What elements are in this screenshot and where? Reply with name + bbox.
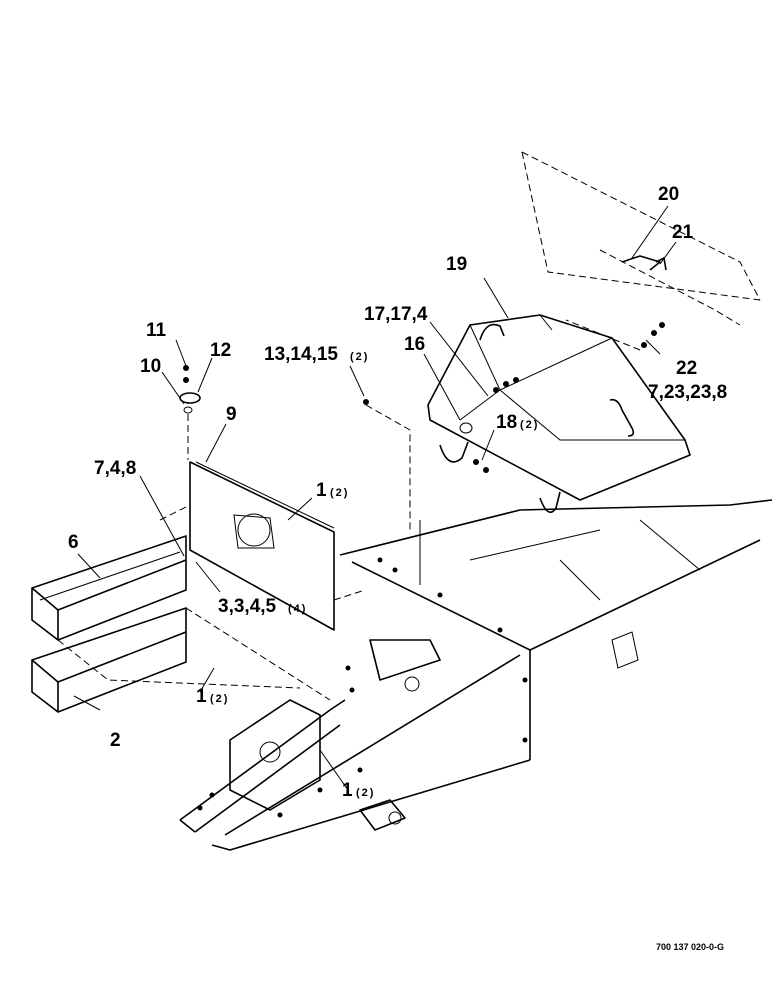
hardware-17-18: [473, 377, 519, 473]
callout-1-panel-qty: (2): [330, 487, 349, 499]
hardware-13-14-15: [363, 399, 411, 530]
callout-17-17-4: 17,17,4: [364, 304, 428, 325]
hardware-stack-10-11-12: [179, 365, 201, 460]
callout-18-qty: (2): [520, 419, 539, 431]
drawing-number: 700 137 020-0-G: [656, 942, 724, 952]
callout-19: 19: [446, 254, 467, 275]
callout-12: 12: [210, 340, 231, 361]
mount-outline: [57, 607, 331, 701]
main-frame: [179, 499, 772, 851]
channel-upper: [31, 535, 187, 641]
callout-13-14-15-qty: (2): [350, 351, 369, 363]
callout-1-panel: 1: [316, 480, 327, 501]
callout-labels: 11 12 10 9 7,4,8 6 3,3,4,5 (4) 2 1 (2) 1…: [68, 184, 727, 801]
callout-9: 9: [226, 404, 237, 425]
callout-21: 21: [672, 222, 694, 243]
frame-bolt-holes: [197, 557, 528, 818]
channel-lower: [31, 607, 187, 713]
shield-panel: [159, 461, 366, 631]
leader-lines: [73, 205, 677, 791]
callout-10: 10: [140, 356, 161, 377]
callout-6: 6: [68, 532, 79, 553]
callout-11: 11: [146, 320, 167, 341]
hardware-20-21-22: [565, 255, 667, 351]
hook-part: [439, 422, 473, 463]
callout-16: 16: [404, 334, 425, 355]
callout-13-14-15: 13,14,15: [264, 344, 338, 365]
callout-3-3-4-5: 3,3,4,5: [218, 596, 277, 617]
upper-dashed-panel: [521, 151, 761, 326]
callout-18: 18: [496, 412, 517, 433]
callout-7-4-8: 7,4,8: [94, 458, 136, 479]
callout-3-3-4-5-qty: (4): [288, 603, 307, 615]
callout-1-frame: 1: [342, 780, 353, 801]
callout-1-frame-qty: (2): [356, 787, 375, 799]
callout-1-channel-qty: (2): [210, 693, 229, 705]
hood-cover: [427, 314, 691, 514]
callout-20: 20: [658, 184, 679, 205]
callout-7-23-23-8: 7,23,23,8: [648, 382, 727, 403]
callout-1-channel: 1: [196, 686, 207, 707]
callout-2: 2: [110, 730, 121, 751]
callout-22: 22: [676, 358, 697, 379]
